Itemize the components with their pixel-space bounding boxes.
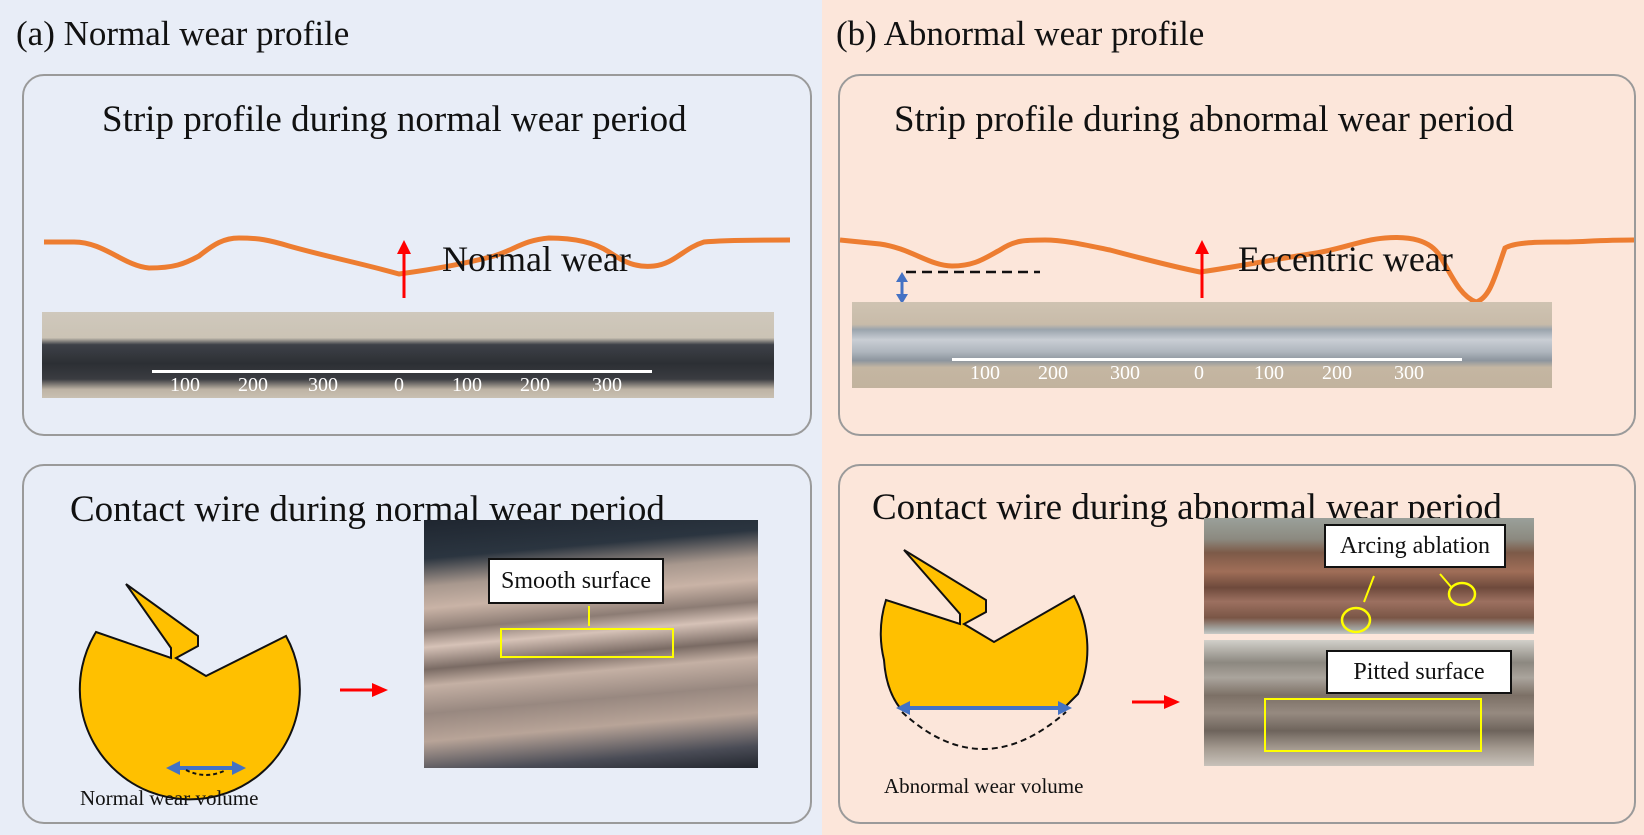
- strip-photo-a: 100 200 300 0 100 200 300: [42, 312, 774, 398]
- scale-tick: 100: [170, 374, 200, 396]
- strip-box-title-a: Strip profile during normal wear period: [102, 99, 687, 140]
- red-arrow-a: [340, 683, 388, 697]
- scale-tick: 200: [238, 374, 268, 396]
- pitted-photo: Pitted surface: [1204, 640, 1534, 766]
- scale-tick: 100: [1254, 362, 1284, 384]
- scale-tick: 300: [1110, 362, 1140, 384]
- strip-profile-curve-b: [839, 235, 1635, 306]
- scale-tick: 200: [1322, 362, 1352, 384]
- arcing-markers: [1340, 573, 1477, 634]
- wire-cross-section-a: [78, 583, 301, 801]
- pitted-surface-callout: Pitted surface: [1326, 650, 1512, 694]
- scale-bar-b: [952, 358, 1462, 361]
- scale-bar-a: [152, 370, 652, 373]
- scale-tick: 200: [520, 374, 550, 396]
- strip-profile-curve-a: [44, 235, 791, 277]
- arcing-photo: Arcing ablation: [1204, 518, 1534, 634]
- scale-tick: 0: [1194, 362, 1204, 384]
- scale-tick: 0: [394, 374, 404, 396]
- pitted-surface-highlight: [1264, 698, 1482, 752]
- strip-profile-box-b: Strip profile during abnormal wear perio…: [838, 74, 1636, 436]
- wire-cross-section-b: [879, 549, 1089, 750]
- panel-b-title: (b) Abnormal wear profile: [836, 14, 1205, 53]
- scale-tick: 100: [452, 374, 482, 396]
- arrow-label-b: Eccentric wear: [1238, 239, 1453, 279]
- arrow-label-a: Normal wear: [442, 239, 631, 279]
- panel-abnormal-wear: (b) Abnormal wear profile Strip profile …: [822, 0, 1644, 835]
- contact-wire-box-b: Contact wire during abnormal wear period…: [838, 464, 1636, 824]
- panel-normal-wear: (a) Normal wear profile Strip profile du…: [0, 0, 822, 835]
- scale-tick: 200: [1038, 362, 1068, 384]
- smooth-surface-highlight: [500, 628, 674, 658]
- scale-tick: 300: [592, 374, 622, 396]
- red-arrow-b: [1132, 695, 1180, 709]
- scale-tick: 100: [970, 362, 1000, 384]
- contact-wire-box-a: Contact wire during normal wear period N…: [22, 464, 812, 824]
- panel-a-title: (a) Normal wear profile: [16, 14, 350, 53]
- wear-volume-label-b: Abnormal wear volume: [884, 774, 1084, 798]
- wire-photo-a: Smooth surface: [424, 520, 758, 768]
- strip-box-title-b: Strip profile during abnormal wear perio…: [894, 99, 1514, 140]
- strip-photo-b: 100 200 300 0 100 200 300: [852, 302, 1552, 388]
- wear-volume-label-a: Normal wear volume: [80, 786, 259, 810]
- wear-arrow-a: [397, 240, 411, 298]
- arcing-ablation-callout: Arcing ablation: [1324, 524, 1506, 568]
- wear-arrow-b: [1195, 240, 1209, 298]
- strip-profile-box-a: Strip profile during normal wear period …: [22, 74, 812, 436]
- scale-tick: 300: [308, 374, 338, 396]
- smooth-surface-callout: Smooth surface: [488, 558, 664, 604]
- callout-pointer-a: [588, 606, 590, 626]
- scale-tick: 300: [1394, 362, 1424, 384]
